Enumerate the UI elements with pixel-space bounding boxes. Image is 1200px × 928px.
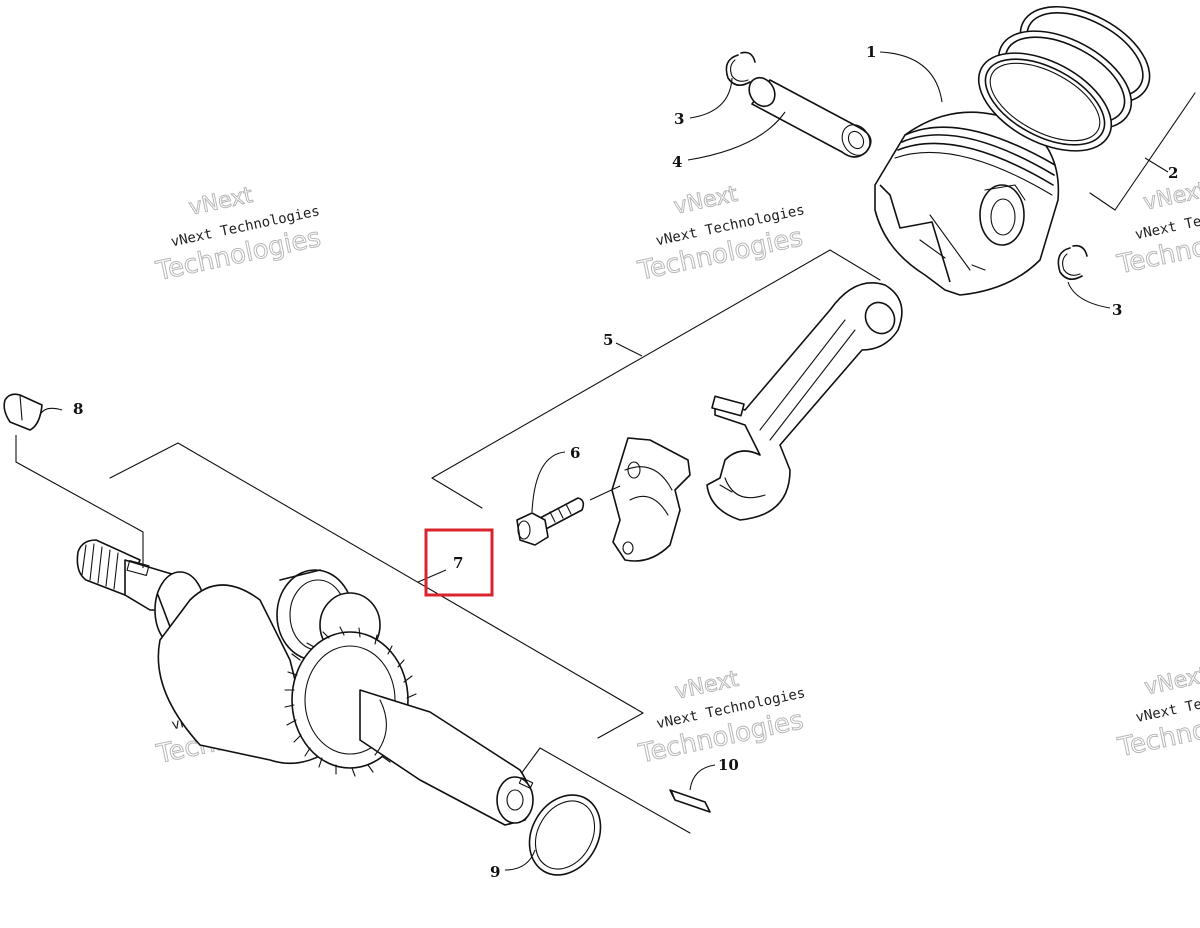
watermark-left-upper: vNext vNext Technologies Technologies <box>152 182 324 287</box>
watermark-text-top: vNext <box>673 667 741 705</box>
watermark-text-top: vNext <box>1142 663 1200 701</box>
bracket-connecting-rod-assembly <box>431 249 881 509</box>
piston <box>874 111 1060 296</box>
woodruff-key-right <box>669 789 711 813</box>
callout-9: 9 <box>490 863 500 881</box>
watermark-text-top: vNext <box>187 183 255 221</box>
callout-3-top: 3 <box>674 110 684 128</box>
piston-rings <box>977 5 1151 152</box>
connecting-rod-bolt <box>516 485 621 546</box>
callout-10: 10 <box>718 756 739 774</box>
callout-1: 1 <box>866 43 876 61</box>
piston-pin-circlip-right <box>1057 244 1088 280</box>
watermark-text-top: vNext <box>672 182 740 220</box>
leader-lines <box>15 51 1169 871</box>
woodruff-key-left <box>3 393 43 431</box>
watermark-center-lower: vNext vNext Technologies Technologies <box>635 666 807 770</box>
callout-5: 5 <box>603 331 613 349</box>
bracket-crankshaft-assembly <box>109 442 691 834</box>
connecting-rod-cap <box>611 437 691 562</box>
watermark-right-upper: vNext vNext Technologies Technologies <box>1114 177 1200 281</box>
crankshaft <box>76 539 534 826</box>
crankshaft-seal-ring <box>528 794 602 876</box>
callout-3-right: 3 <box>1112 301 1122 319</box>
watermark-right-lower: vNext vNext Technologies Technologies <box>1114 662 1200 764</box>
bracket-rings <box>1089 92 1196 211</box>
highlight-box[interactable] <box>424 528 494 597</box>
piston-pin-circlip-left <box>725 51 756 86</box>
watermark-text-top: vNext <box>1141 178 1200 216</box>
callout-2: 2 <box>1168 164 1178 182</box>
watermark-center-upper: vNext vNext Technologies Technologies <box>634 181 806 287</box>
callout-4: 4 <box>672 153 682 171</box>
piston-pin <box>748 76 872 158</box>
callout-7: 7 <box>453 554 463 572</box>
callout-8: 8 <box>73 400 83 418</box>
connecting-rod <box>706 281 903 521</box>
callout-6: 6 <box>570 444 580 462</box>
